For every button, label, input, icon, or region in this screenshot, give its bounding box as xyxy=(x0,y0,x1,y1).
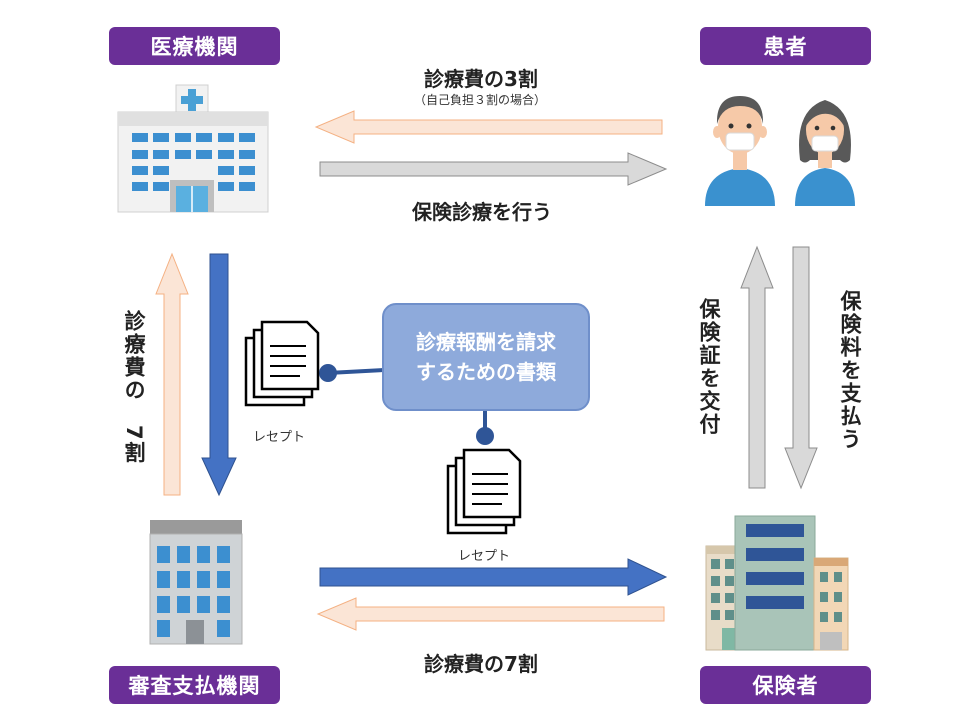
callout-connector-left xyxy=(327,368,385,375)
arrow-premium-to-insurer xyxy=(784,246,818,490)
label-seventy-vertical: 診療費の 7割 xyxy=(122,310,146,465)
callout-dot-bottom xyxy=(476,427,494,445)
badge-review-payment: 審査支払機関 xyxy=(109,666,280,704)
callout-claim-documents: 診療報酬を請求 するための書類 xyxy=(382,303,590,411)
insurer-building-icon xyxy=(705,515,849,651)
arrow-hospital-to-review xyxy=(201,253,237,497)
label-receipt-left: レセプト xyxy=(253,430,306,445)
label-copay: 診療費の3割 xyxy=(424,67,538,91)
arrow-card-to-patient xyxy=(740,245,774,489)
arrow-seventy-to-hospital xyxy=(155,252,189,496)
label-receipt-center: レセプト xyxy=(458,549,511,564)
arrow-treatment-to-patient xyxy=(319,152,668,186)
callout-dot-left xyxy=(319,364,337,382)
badge-insurer: 保険者 xyxy=(700,666,871,704)
patients-icon xyxy=(705,96,855,206)
label-copay-note: （自己負担３割の場合） xyxy=(414,93,547,107)
label-seventy-bottom: 診療費の7割 xyxy=(424,652,538,676)
document-icon-left xyxy=(244,320,320,407)
review-building-icon xyxy=(149,520,243,645)
arrow-payment-to-review xyxy=(316,597,665,631)
label-card-issue: 保険証を交付 xyxy=(697,298,721,436)
document-icon-center xyxy=(446,448,522,535)
arrow-copay-to-hospital xyxy=(314,110,663,144)
arrow-review-to-insurer xyxy=(319,558,668,596)
callout-line-1: 診療報酬を請求 xyxy=(416,330,556,354)
badge-medical-institution: 医療機関 xyxy=(109,27,280,65)
callout-line-2: するための書類 xyxy=(416,360,556,384)
hospital-icon xyxy=(117,84,269,213)
label-premium: 保険料を支払う xyxy=(838,290,862,451)
badge-patient: 患者 xyxy=(700,27,871,65)
label-insured-treatment: 保険診療を行う xyxy=(412,200,552,224)
